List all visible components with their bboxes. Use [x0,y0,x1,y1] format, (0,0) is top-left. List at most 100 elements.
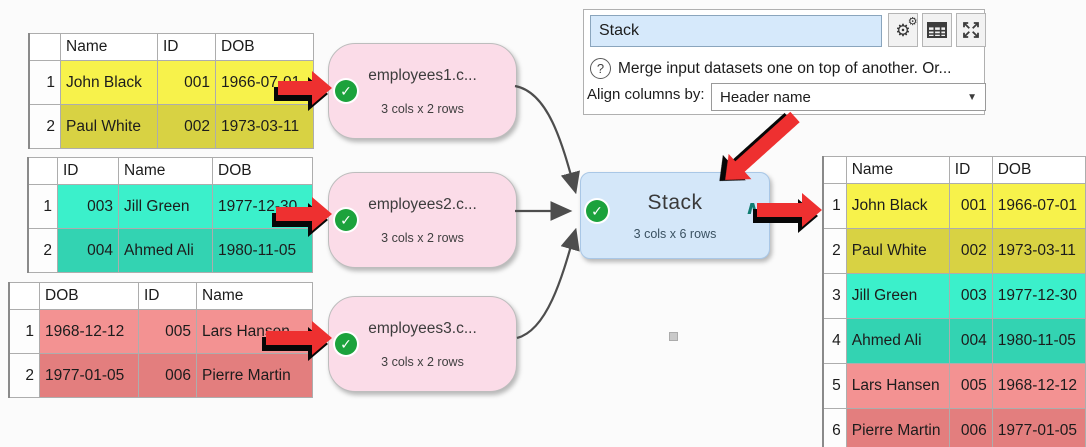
row-number: 5 [822,363,847,409]
row-number: 1 [822,183,847,229]
cell: 005 [138,309,197,354]
table-icon [927,22,947,38]
node-size-label: 3 cols x 2 rows [381,354,464,369]
cell: 003 [948,273,993,319]
column-header: ID [57,157,119,185]
node-title: employees2.c... [368,195,477,213]
node-employees2[interactable]: ✓ employees2.c... 3 cols x 2 rows [328,172,517,268]
node-employees3[interactable]: ✓ employees3.c... 3 cols x 2 rows [328,296,517,392]
cell: Pierre Martin [845,408,950,447]
cell: 001 [948,183,993,229]
cell: Lars Hansen [845,363,950,409]
row-number: 2 [8,353,40,398]
transform-panel: ⚙⚙ ? Merge input datasets one on top of [583,9,986,115]
cell: 006 [948,408,993,447]
chevron-down-icon: ▼ [967,91,977,103]
cell: 1966-07-01 [991,183,1086,229]
status-ok-icon: ✓ [335,80,357,102]
node-employees1[interactable]: ✓ employees1.c... 3 cols x 2 rows [328,43,517,139]
dropdown-value: Header name [720,88,811,106]
cell: Ahmed Ali [118,228,213,273]
align-columns-dropdown[interactable]: Header name ▼ [711,83,986,111]
cell: John Black [60,60,158,105]
cell: 002 [948,228,993,274]
node-title: employees3.c... [368,319,477,337]
cell: 004 [57,228,119,273]
row-number: 2 [28,104,61,149]
cell: Pierre Martin [196,353,313,398]
node-size-label: 3 cols x 6 rows [633,226,717,241]
collapse-caret-icon[interactable]: ∧ [744,198,760,219]
help-row: ? Merge input datasets one on top of ano… [590,58,951,79]
cell: 006 [138,353,197,398]
status-ok-icon: ✓ [335,333,357,355]
expand-icon [963,22,979,38]
help-text: Merge input datasets one on top of anoth… [618,59,952,77]
corner-cell [822,156,847,184]
cell: Lars Hansen [196,309,313,354]
row-number: 1 [8,309,40,354]
column-header: ID [138,282,197,310]
row-number: 1 [27,184,58,229]
cell: 003 [57,184,119,229]
help-icon[interactable]: ? [590,58,611,79]
column-header: DOB [212,157,313,185]
connector-3 [516,227,580,340]
cell: 1973-03-11 [215,104,314,149]
column-header: DOB [991,156,1086,184]
grid-view-button[interactable] [922,13,952,47]
cell: 1973-03-11 [991,228,1086,274]
canvas-grid-dot [669,332,678,341]
cell: Jill Green [118,184,213,229]
column-header: ID [948,156,993,184]
cell: 1977-01-05 [991,408,1086,447]
cell: Paul White [60,104,158,149]
maximize-button[interactable] [956,13,986,47]
column-header: DOB [39,282,139,310]
node-size-label: 3 cols x 2 rows [381,101,464,116]
settings-button[interactable]: ⚙⚙ [888,13,918,47]
node-stack[interactable]: ✓ Stack 3 cols x 6 rows ∧ [580,172,770,259]
cell: 002 [157,104,216,149]
row-number: 4 [822,318,847,364]
cell: 1968-12-12 [39,309,139,354]
gear-icon: ⚙⚙ [895,15,918,40]
cell: 1980-11-05 [212,228,313,273]
cell: 1966-07-01 [215,60,314,105]
cell: 1968-12-12 [991,363,1086,409]
node-title: employees1.c... [368,66,477,84]
cell: Paul White [845,228,950,274]
cell: 004 [948,318,993,364]
cell: 005 [948,363,993,409]
column-header: ID [157,33,216,61]
row-number: 3 [822,273,847,319]
column-header: Name [118,157,213,185]
column-header: Name [845,156,950,184]
cell: 001 [157,60,216,105]
transform-name-input[interactable] [590,15,882,47]
cell: Jill Green [845,273,950,319]
status-ok-icon: ✓ [335,209,357,231]
status-ok-icon: ✓ [586,200,608,222]
connector-1 [514,84,580,195]
cell: John Black [845,183,950,229]
